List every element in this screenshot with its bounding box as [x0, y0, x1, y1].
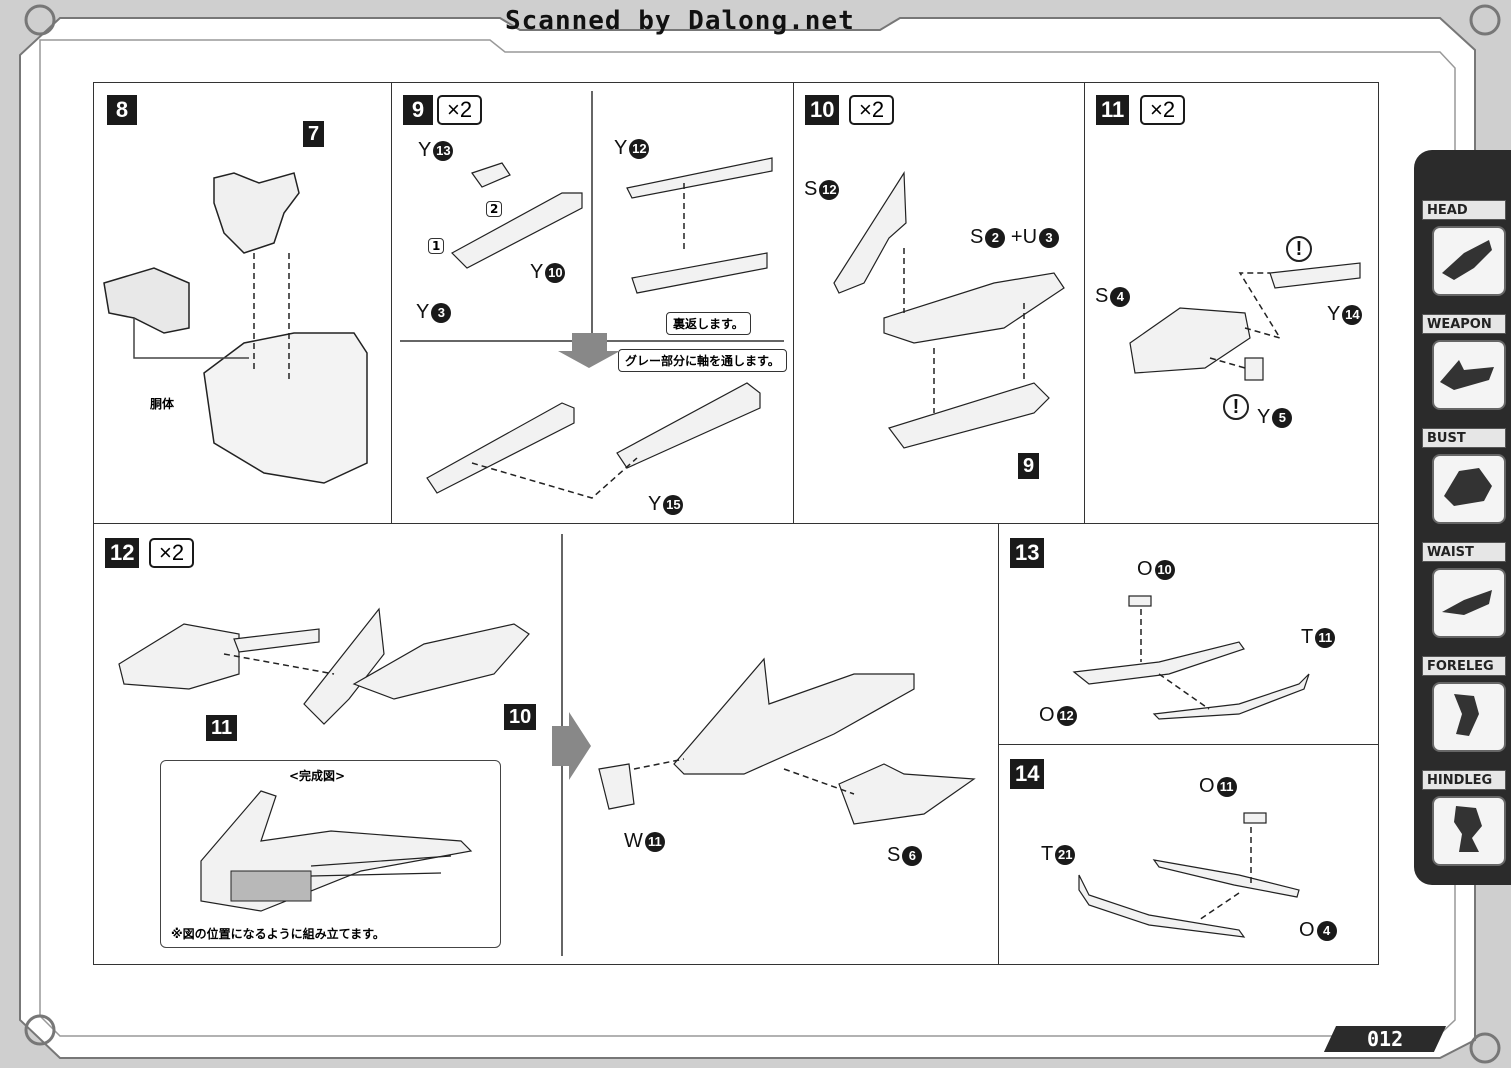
step-11-illustration — [1129, 262, 1361, 381]
tab-label: HINDLEG — [1422, 770, 1506, 790]
step-number: 13 — [1010, 538, 1045, 568]
tab-label: WAIST — [1422, 542, 1506, 562]
order-label-2: 2 — [486, 201, 503, 217]
head-icon — [1432, 226, 1506, 296]
tab-waist[interactable]: WAIST — [1422, 542, 1506, 650]
gray-axis-note: グレー部分に軸を通します。 — [618, 349, 787, 372]
step-number: 11 — [1096, 95, 1130, 125]
step-8-illustration — [103, 172, 368, 484]
tab-foreleg[interactable]: FORELEG — [1422, 656, 1506, 764]
completed-view-title: <完成図> — [289, 769, 346, 783]
warning-icon-2: ! — [1223, 394, 1249, 420]
bust-icon — [1432, 454, 1506, 524]
step-number: 14 — [1010, 759, 1045, 789]
step-8-panel: 8 7 胴体 — [93, 82, 392, 524]
tab-head[interactable]: HEAD — [1422, 200, 1506, 308]
step-10-illustration — [833, 171, 1065, 449]
foreleg-icon — [1432, 682, 1506, 752]
completed-view-note: ※図の位置になるように組み立てます。 — [171, 927, 385, 941]
step-number: 8 — [107, 95, 137, 125]
tab-hindleg[interactable]: HINDLEG — [1422, 770, 1506, 878]
scan-credit: Scanned by Dalong.net — [505, 6, 855, 36]
warning-icon-1: ! — [1286, 236, 1312, 262]
reference-step: 9 — [1018, 453, 1040, 479]
step-9-illustration — [400, 91, 784, 499]
multiplier-badge: ×2 — [1140, 95, 1186, 125]
tab-label: WEAPON — [1422, 314, 1506, 334]
reference-step-10: 10 — [504, 704, 537, 730]
waist-icon — [1432, 568, 1506, 638]
page-number: 012 — [1323, 1026, 1447, 1052]
tab-bust[interactable]: BUST — [1422, 428, 1506, 536]
tab-label: BUST — [1422, 428, 1506, 448]
step-number: 10 — [805, 95, 840, 125]
order-label-1: 1 — [428, 238, 445, 254]
flip-note: 裏返します。 — [666, 312, 751, 335]
completed-view-box: <完成図> ※図の位置になるように組み立てます。 — [160, 760, 501, 948]
weapon-icon — [1432, 340, 1506, 410]
hindleg-icon — [1432, 796, 1506, 866]
reference-step-11: 11 — [206, 715, 238, 741]
multiplier-badge: ×2 — [849, 95, 895, 125]
tab-label: FORELEG — [1422, 656, 1506, 676]
tab-weapon[interactable]: WEAPON — [1422, 314, 1506, 422]
completed-view-illustration — [200, 790, 473, 912]
multiplier-badge: ×2 — [437, 95, 483, 125]
reference-step: 7 — [303, 121, 325, 147]
step-12-illustration — [118, 534, 976, 956]
body-label: 胴体 — [150, 397, 175, 411]
step-number: 12 — [105, 538, 140, 568]
tab-label: HEAD — [1422, 200, 1506, 220]
step-number: 9 — [403, 95, 433, 125]
step-13-illustration — [1072, 595, 1310, 720]
section-tabs: HEAD WEAPON BUST WAIST FORELEG HINDLEG — [1414, 150, 1511, 885]
step-14-illustration — [1078, 812, 1300, 938]
multiplier-badge: ×2 — [149, 538, 195, 568]
